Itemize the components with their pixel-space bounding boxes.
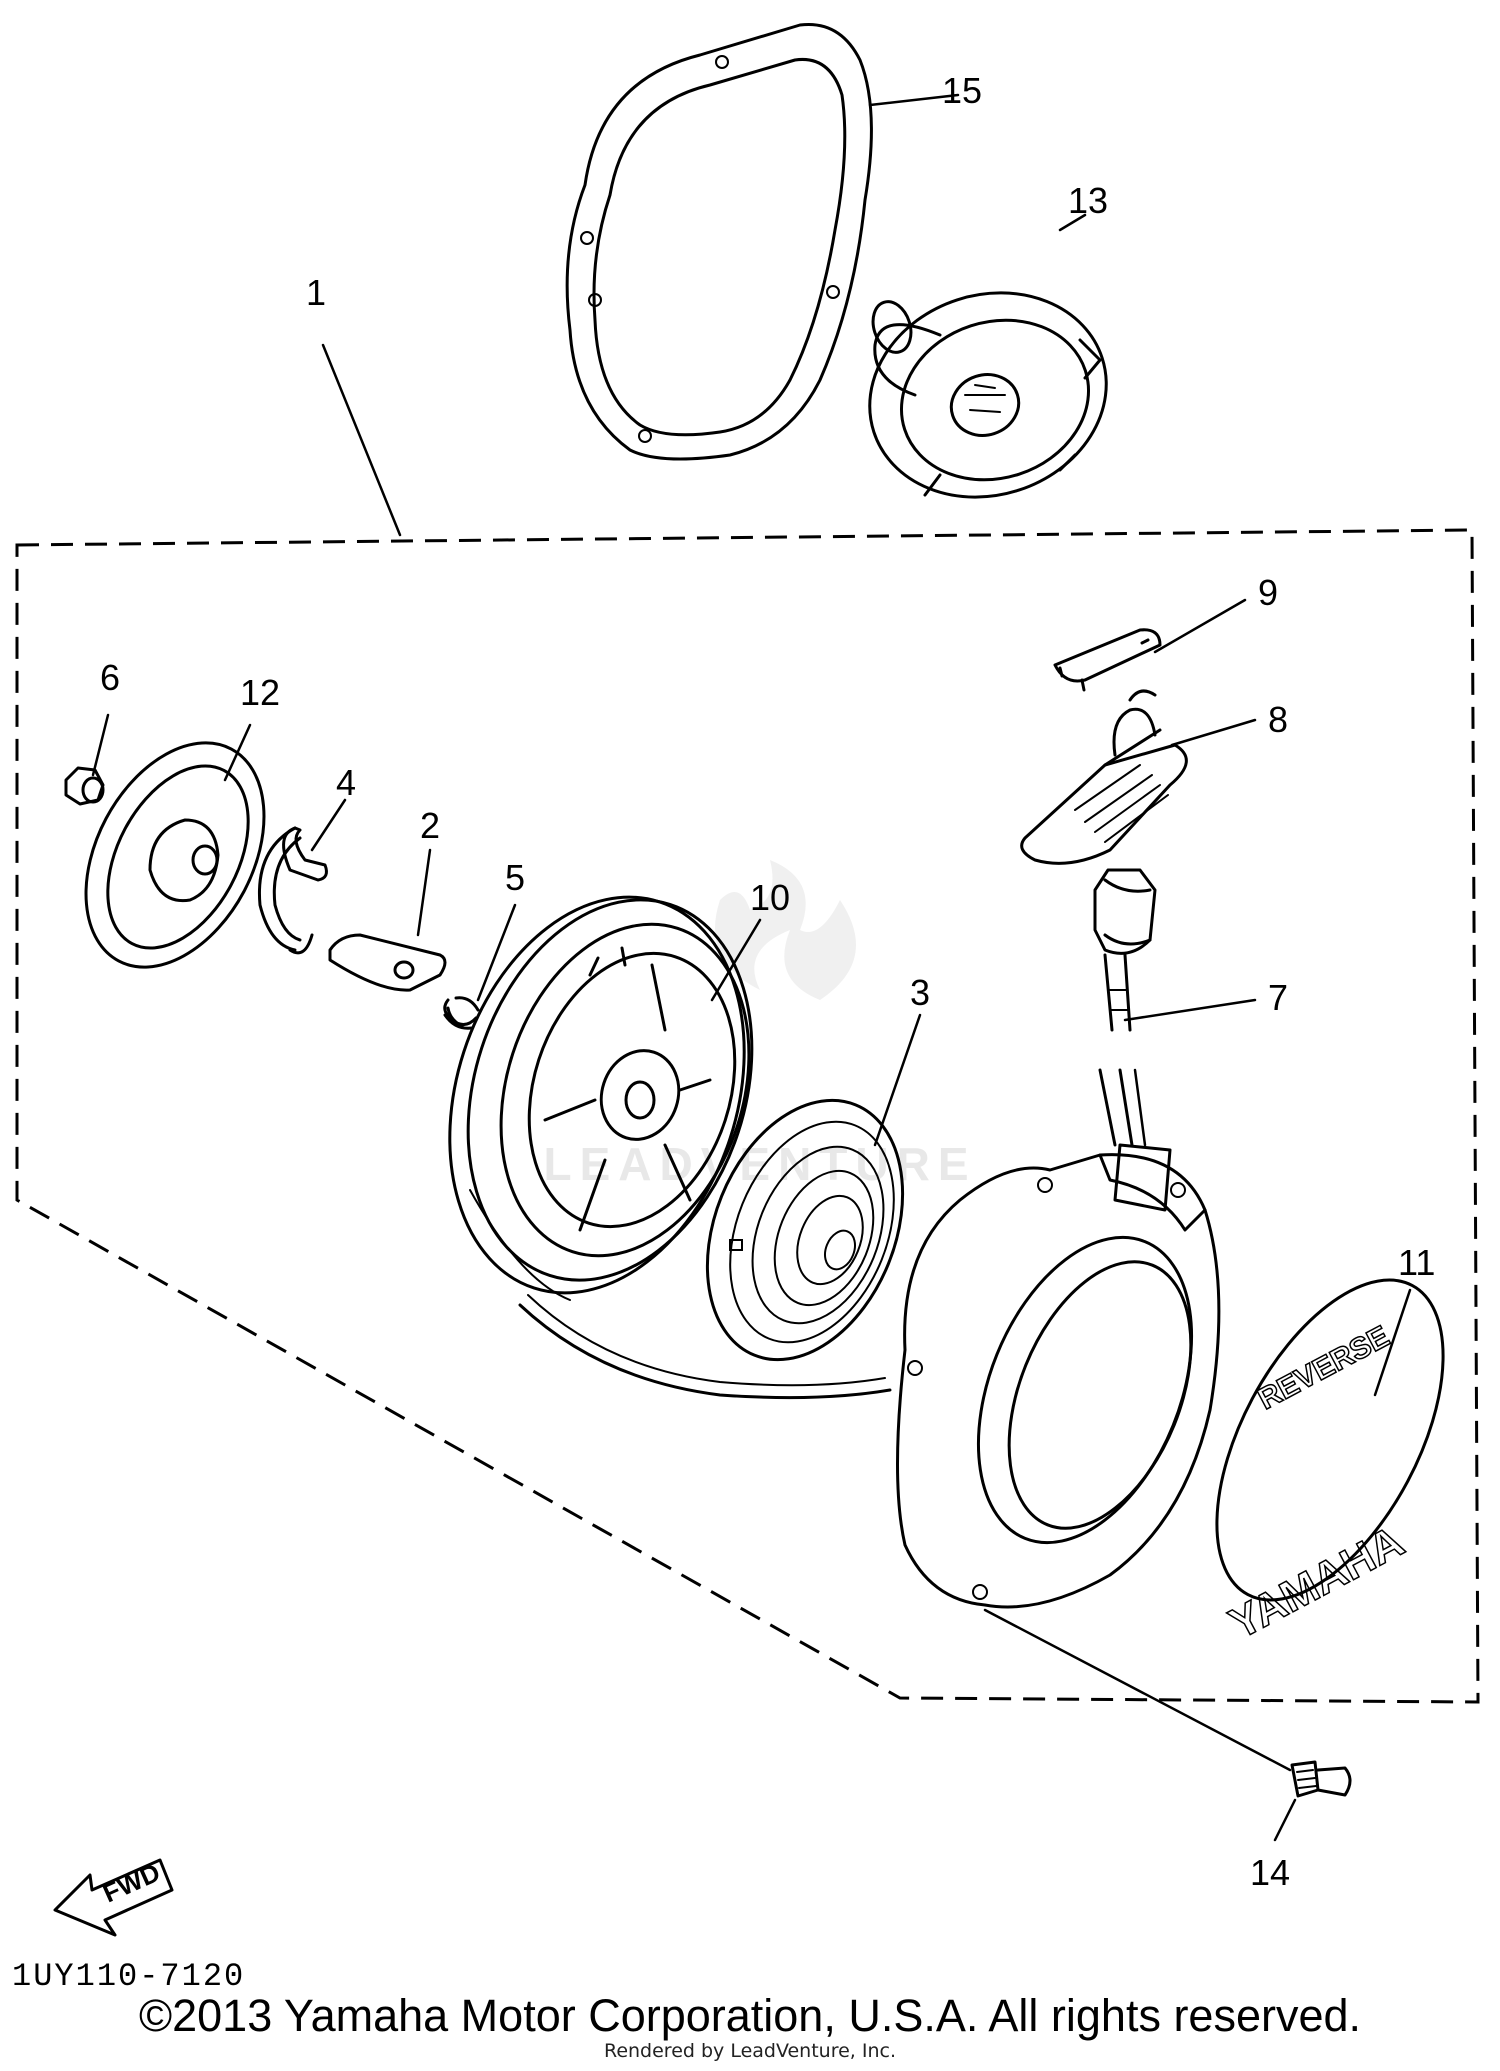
callout-7: 7	[1268, 977, 1288, 1018]
watermark-text: LEADVENTURE	[543, 1138, 976, 1190]
cover-plate-12	[84, 741, 266, 969]
spring-clip-4	[257, 826, 328, 955]
nut-6	[64, 766, 105, 806]
starter-case	[896, 1143, 1221, 1609]
forward-direction-arrow: FWD	[53, 1857, 174, 1937]
spiral-spring-3	[705, 1098, 905, 1362]
callout-13: 13	[1068, 180, 1108, 221]
rope-7	[1098, 953, 1134, 1147]
callout-3: 3	[910, 972, 930, 1013]
callout-14: 14	[1250, 1852, 1290, 1893]
pawl-2	[328, 933, 447, 992]
callout-12: 12	[240, 672, 280, 713]
callout-5: 5	[505, 857, 525, 898]
callout-2: 2	[420, 805, 440, 846]
starter-rope	[518, 1303, 892, 1400]
assembly-boundary	[15, 528, 1480, 1704]
callout-11: 11	[1398, 1242, 1435, 1283]
callout-9: 9	[1258, 572, 1278, 613]
fwd-label: FWD	[98, 1857, 164, 1908]
drawing-code: 1UY110-7120	[12, 1958, 245, 1995]
copyright-notice: ©2013 Yamaha Motor Corporation, U.S.A. A…	[138, 1990, 1362, 2041]
reel-10	[448, 895, 754, 1301]
callout-6: 6	[100, 657, 120, 698]
spring-5	[443, 996, 480, 1030]
bolt-14	[1290, 1760, 1352, 1798]
drive-plate-13	[868, 291, 1108, 499]
gasket-15	[565, 22, 873, 461]
cover-brand-text: YAMAHA	[1222, 1517, 1412, 1649]
starter-rope-inner	[527, 1294, 886, 1387]
callout-8: 8	[1268, 699, 1288, 740]
callout-labels: 1 2 3 4 5 6 7 8 9 10 11 12 13 14 15	[100, 70, 1435, 1893]
cover-reverse-text: REVERSE	[1253, 1320, 1395, 1416]
callout-15: 15	[942, 70, 982, 111]
callout-10: 10	[750, 877, 790, 918]
handle-cap-9	[1053, 628, 1162, 692]
leader-lines	[91, 93, 1412, 1842]
rendered-by-credit: Rendered by LeadVenture, Inc.	[603, 2040, 897, 2062]
t-handle-8	[1020, 689, 1188, 955]
callout-4: 4	[336, 762, 356, 803]
callout-1: 1	[306, 272, 326, 313]
watermark: LEADVENTURE	[543, 860, 976, 1190]
